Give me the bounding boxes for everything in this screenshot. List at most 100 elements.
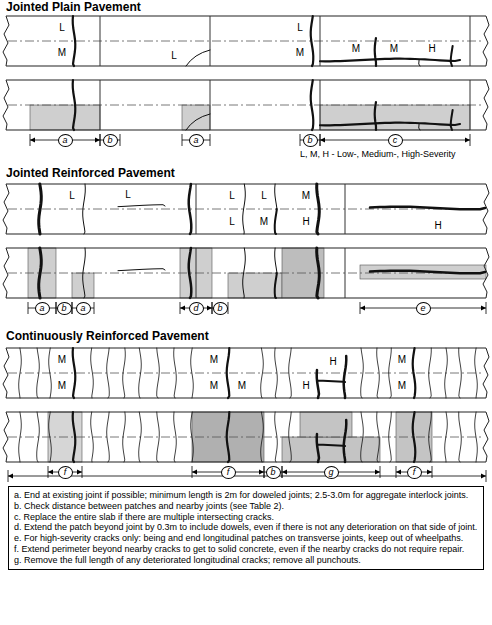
break-line bbox=[483, 80, 489, 130]
crack bbox=[91, 348, 94, 398]
dimension-layer bbox=[8, 134, 486, 482]
joint-line bbox=[345, 248, 346, 298]
strip-layer bbox=[3, 16, 489, 462]
arrow-head bbox=[396, 470, 401, 475]
joint-line bbox=[100, 80, 101, 130]
crack bbox=[107, 412, 110, 462]
callout-letter: b bbox=[217, 303, 222, 314]
severity-letter: M bbox=[58, 48, 66, 58]
arrow-head bbox=[427, 470, 432, 475]
severity-letter: M bbox=[238, 381, 246, 391]
crack bbox=[37, 412, 40, 462]
break-line bbox=[3, 412, 9, 462]
crack bbox=[475, 348, 478, 398]
dimension-tick bbox=[228, 302, 229, 314]
arrow-head bbox=[48, 470, 53, 475]
patch-layer bbox=[28, 105, 486, 462]
dimension-tick bbox=[72, 302, 73, 314]
callout-letter: f bbox=[413, 467, 416, 478]
note-text: f. Extend perimeter beyond nearby cracks… bbox=[14, 544, 478, 555]
crack bbox=[37, 348, 40, 398]
note-text: b. Check distance between patches and ne… bbox=[14, 501, 478, 512]
callout-ellipse: e bbox=[416, 302, 431, 315]
severity-letter: H bbox=[428, 44, 435, 54]
crack bbox=[191, 412, 194, 462]
legend-text: L, M, H - Low-, Medium-, High-Severity bbox=[300, 150, 456, 159]
callout-letter: a bbox=[39, 303, 44, 314]
section-heading: Jointed Plain Pavement bbox=[6, 1, 141, 13]
dimension-tick bbox=[72, 302, 73, 314]
crack bbox=[317, 434, 319, 462]
dimension-tick bbox=[28, 302, 29, 314]
note-text: c. Replace the entire slab if there are … bbox=[14, 512, 478, 523]
severity-letter: L bbox=[261, 191, 267, 201]
dimension-tick bbox=[94, 302, 95, 314]
crack bbox=[118, 205, 165, 207]
lane-centerline bbox=[8, 209, 484, 210]
arrow-head bbox=[259, 470, 264, 475]
crack bbox=[320, 123, 460, 126]
severity-letter: M bbox=[390, 44, 398, 54]
callout-ellipse: a bbox=[35, 302, 50, 315]
crack bbox=[429, 412, 432, 462]
crack bbox=[275, 209, 277, 234]
arrow-head bbox=[282, 470, 287, 475]
crack bbox=[227, 348, 230, 398]
callout-ellipse: a bbox=[189, 134, 204, 147]
crack bbox=[19, 412, 22, 462]
crack bbox=[459, 348, 462, 398]
crack bbox=[186, 50, 210, 66]
callout-letter: b bbox=[61, 303, 66, 314]
severity-letter: L bbox=[59, 23, 65, 33]
lane-centerline bbox=[8, 105, 484, 106]
crack bbox=[39, 184, 42, 234]
break-line bbox=[483, 348, 489, 398]
severity-letter: L bbox=[125, 190, 131, 200]
crack bbox=[413, 348, 416, 398]
crack bbox=[370, 207, 485, 210]
joint-line bbox=[196, 248, 197, 298]
crack bbox=[275, 348, 278, 398]
crack bbox=[157, 412, 160, 462]
severity-letter: M bbox=[210, 355, 218, 365]
joint-line bbox=[196, 184, 197, 234]
crack bbox=[419, 60, 420, 66]
callout-ellipse: c bbox=[388, 134, 403, 147]
callout-ellipse: f bbox=[407, 466, 422, 479]
callout-ellipse: b bbox=[213, 302, 228, 315]
joint-line bbox=[320, 80, 321, 130]
lane-centerline bbox=[8, 41, 484, 42]
crack bbox=[311, 16, 314, 66]
crack bbox=[445, 348, 448, 398]
severity-letter: M bbox=[296, 48, 304, 58]
crack bbox=[123, 412, 126, 462]
crack bbox=[243, 248, 246, 298]
severity-letter: M bbox=[302, 191, 310, 201]
crack bbox=[91, 412, 94, 462]
crack bbox=[123, 348, 126, 398]
crack bbox=[361, 412, 364, 462]
break-line bbox=[3, 348, 9, 398]
crack bbox=[344, 420, 347, 462]
arrow-head bbox=[8, 474, 13, 479]
crack bbox=[107, 348, 110, 398]
crack bbox=[289, 412, 292, 462]
joint-line bbox=[345, 184, 346, 234]
callout-letter: b bbox=[107, 135, 112, 146]
crack bbox=[375, 38, 376, 66]
severity-letter: H bbox=[329, 357, 336, 367]
dimension-tick bbox=[300, 134, 301, 146]
crack bbox=[318, 381, 345, 382]
crack bbox=[49, 348, 52, 398]
crack bbox=[459, 412, 462, 462]
callout-ellipse: b bbox=[57, 302, 72, 315]
dimension-tick bbox=[120, 134, 121, 146]
crack bbox=[413, 412, 416, 462]
callout-ellipse: b bbox=[266, 466, 281, 479]
section-heading: Jointed Reinforced Pavement bbox=[6, 167, 175, 179]
crack bbox=[451, 110, 453, 130]
crack bbox=[311, 80, 314, 130]
crack bbox=[317, 248, 320, 298]
crack bbox=[73, 80, 76, 130]
severity-letter: H bbox=[434, 221, 441, 231]
